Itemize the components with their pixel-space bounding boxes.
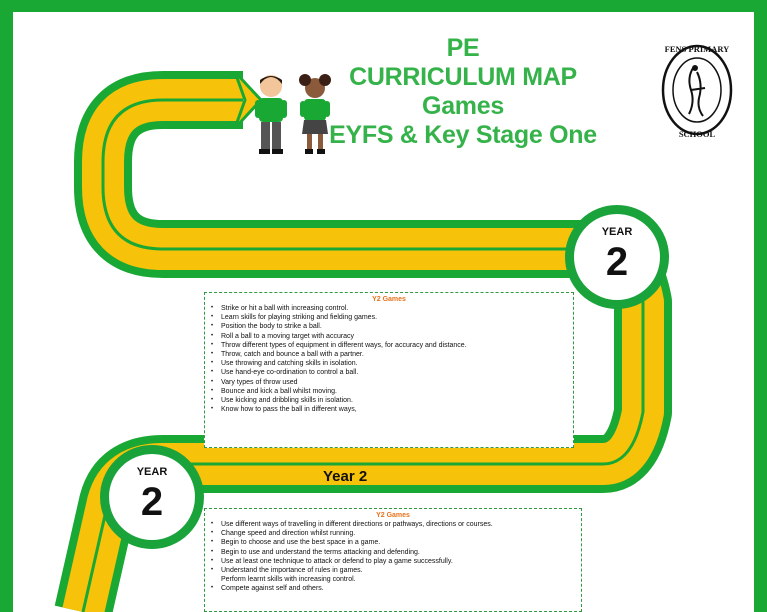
list-item: Use at least one technique to attack or … [211, 557, 575, 566]
road-year-label: Year 2 [323, 468, 368, 485]
list-item: Use throwing and catching skills in isol… [211, 359, 567, 368]
list-item: Strike or hit a ball with increasing con… [211, 304, 567, 313]
year-badge-label: YEAR [601, 226, 633, 238]
list-item: Know how to pass the ball in different w… [211, 405, 567, 414]
list-item: Begin to use and understand the terms at… [211, 548, 575, 557]
list-item: Position the body to strike a ball. [211, 322, 567, 331]
list-item: Change speed and direction whilst runnin… [211, 529, 575, 538]
list-item: Understand the importance of rules in ga… [211, 566, 575, 575]
page-title: PE CURRICULUM MAP Games EYFS & Key Stage… [293, 34, 633, 150]
list-item: Roll a ball to a moving target with accu… [211, 332, 567, 341]
games-objectives-box-2: Y2 Games Use different ways of travellin… [204, 508, 582, 612]
title-line-curriculum: CURRICULUM MAP [349, 63, 577, 91]
list-item: Use kicking and dribbling skills in isol… [211, 396, 567, 405]
objectives-list: Use different ways of travelling in diff… [211, 520, 575, 594]
logo-text-bottom: SCHOOL [679, 129, 716, 139]
children-illustration [255, 74, 331, 154]
list-item: Use different ways of travelling in diff… [211, 520, 575, 529]
title-line-games: Games [422, 92, 504, 120]
title-line-pe: PE [446, 34, 480, 62]
year-badge-label: YEAR [136, 466, 168, 478]
year-badge-left: YEAR 2 [100, 445, 204, 549]
box-title: Y2 Games [372, 296, 406, 303]
list-item: Vary types of throw used [211, 378, 567, 387]
games-objectives-box-1: Y2 Games Strike or hit a ball with incre… [204, 292, 574, 448]
list-item: Learn skills for playing striking and fi… [211, 313, 567, 322]
year-badge-number: 2 [140, 480, 164, 524]
title-line-stage: EYFS & Key Stage One [329, 121, 597, 149]
list-item: Use hand-eye co-ordination to control a … [211, 368, 567, 377]
list-item: Compete against self and others. [211, 584, 575, 593]
objectives-list: Strike or hit a ball with increasing con… [211, 304, 567, 415]
list-item: Begin to choose and use the best space i… [211, 538, 575, 547]
curriculum-page: PE CURRICULUM MAP Games EYFS & Key Stage… [13, 12, 754, 612]
list-item: Perform learnt skills with increasing co… [221, 576, 356, 584]
school-logo: FENS PRIMARY SCHOOL [661, 44, 733, 139]
box-title: Y2 Games [376, 512, 410, 519]
year-badge-number: 2 [605, 240, 629, 284]
list-item: Throw different types of equipment in di… [211, 341, 567, 350]
logo-text-top: FENS PRIMARY [665, 44, 730, 54]
list-item: Throw, catch and bounce a ball with a pa… [211, 350, 567, 359]
year-badge-top: YEAR 2 [565, 205, 669, 309]
list-item: Bounce and kick a ball whilst moving. [211, 387, 567, 396]
